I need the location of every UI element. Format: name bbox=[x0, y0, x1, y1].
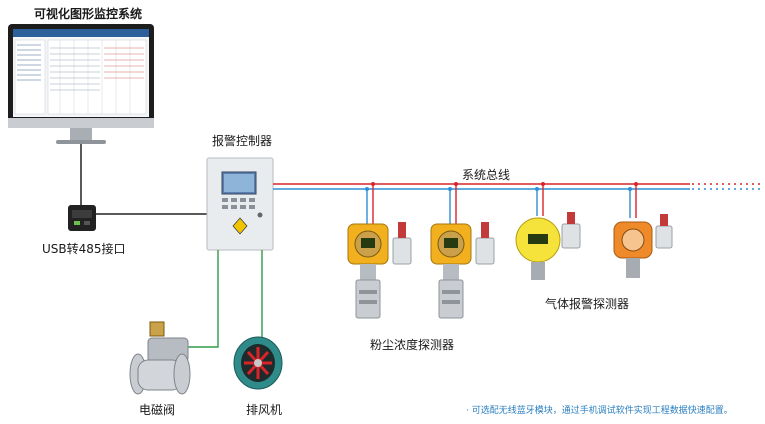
alarm-controller-icon bbox=[206, 157, 274, 251]
controller-label: 报警控制器 bbox=[212, 134, 273, 148]
exhaust-fan-icon bbox=[233, 336, 283, 390]
solenoid-valve-label: 电磁阀 bbox=[139, 403, 176, 417]
dust-detector-label: 粉尘浓度探测器 bbox=[370, 338, 455, 352]
bluetooth-note: · 可选配无线蓝牙模块，通过手机调试软件实现工程数据快速配置。 bbox=[466, 406, 733, 416]
gas-detector-label: 气体报警探测器 bbox=[545, 297, 630, 311]
link-controller-valve bbox=[187, 250, 219, 348]
bus-label: 系统总线 bbox=[462, 168, 511, 182]
bus-continuation-dots bbox=[692, 183, 764, 190]
gas-detector-icon bbox=[613, 214, 673, 278]
usb-interface-label: USB转485接口 bbox=[42, 242, 126, 256]
solenoid-valve-icon bbox=[129, 321, 191, 395]
dust-detector-icon bbox=[430, 222, 495, 319]
bus-drops bbox=[366, 184, 637, 224]
bus-junctions bbox=[371, 182, 638, 186]
dust-detector-icon bbox=[347, 222, 412, 319]
gas-detector-icon bbox=[515, 212, 581, 280]
monitor-system-label: 可视化图形监控系统 bbox=[34, 7, 143, 21]
exhaust-fan-label: 排风机 bbox=[246, 403, 283, 417]
usb-converter-icon bbox=[68, 205, 96, 231]
monitor-icon bbox=[8, 24, 154, 144]
